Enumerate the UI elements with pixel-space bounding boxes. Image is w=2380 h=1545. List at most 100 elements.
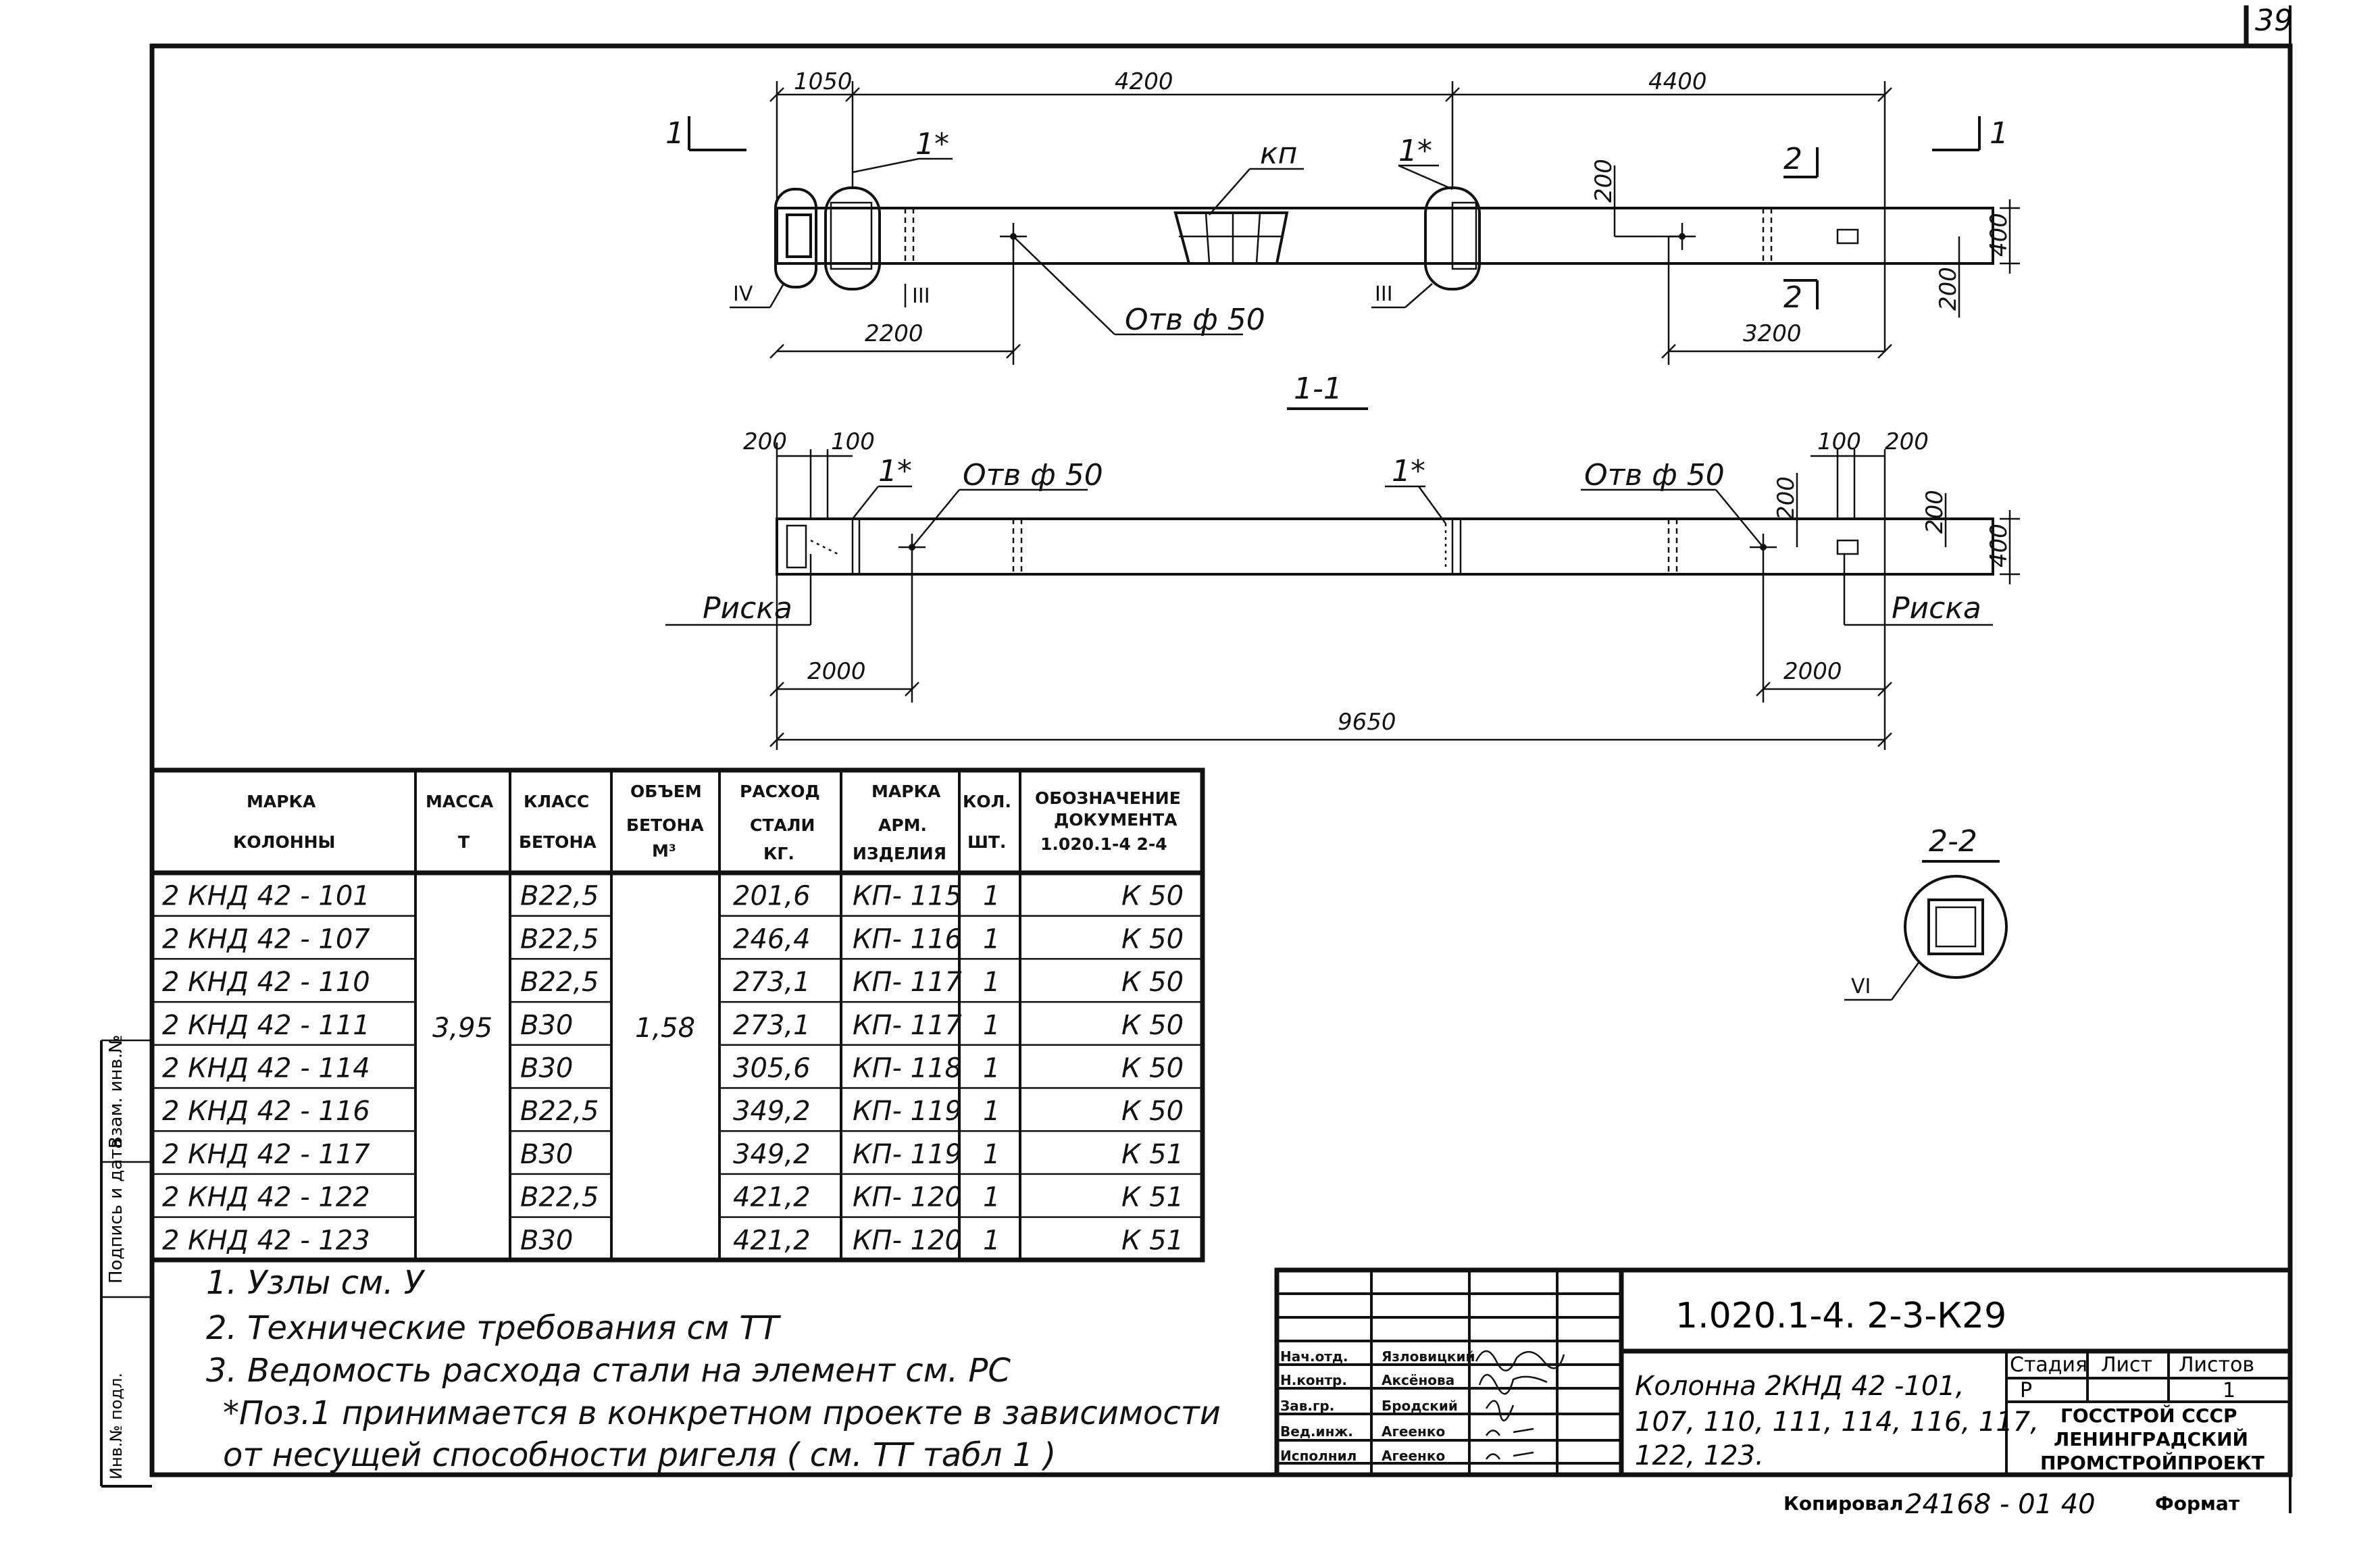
name-4: Агеенко	[1382, 1448, 1445, 1464]
cell-volume: 1,58	[635, 1013, 695, 1044]
cell-doc: К 51	[1121, 1225, 1184, 1256]
cell-mark: 2 КНД 42 - 117	[162, 1139, 370, 1170]
th-qty-1: КОЛ.	[963, 792, 1011, 811]
dim-200-left: 200	[743, 428, 787, 455]
footer: Копировал 24168 - 01 40 Формат	[1783, 1489, 2240, 1520]
cell-qty: 1	[983, 881, 1000, 912]
margin-label-inv: Инв.№ подл.	[107, 1373, 126, 1479]
th-steel-1: РАСХОД	[740, 782, 820, 801]
cell-arm: КП- 119	[853, 1096, 962, 1127]
cell-steel: 421,2	[733, 1225, 811, 1256]
cell-doc: К 51	[1121, 1182, 1184, 1213]
notes: 1. Узлы см. У 2. Технические требования …	[206, 1264, 1221, 1474]
callout-node-1b: 1*	[1398, 134, 1432, 168]
cell-concrete: B30	[520, 1053, 573, 1084]
cell-doc: К 50	[1121, 881, 1184, 912]
section-2-2-node: VI	[1851, 975, 1871, 998]
title-line-0: Колонна 2КНД 42 -101,	[1635, 1371, 1964, 1402]
note-1: 1. Узлы см. У	[206, 1264, 426, 1302]
signature-2	[1485, 1400, 1515, 1421]
note-3: 3. Ведомость расхода стали на элемент см…	[206, 1352, 1011, 1390]
dim-side-200-bot: 200	[1935, 267, 1962, 311]
cell-concrete: B30	[520, 1139, 573, 1170]
sec2-mark-bottom: 2	[1783, 280, 1802, 315]
dim-4200: 4200	[1115, 68, 1173, 95]
cell-mark: 2 КНД 42 - 116	[162, 1096, 370, 1127]
cell-arm: КП- 117	[853, 1010, 963, 1041]
cell-doc: К 50	[1121, 923, 1184, 955]
cell-doc: К 50	[1121, 1096, 1184, 1127]
th-mass-2: Т	[458, 832, 470, 852]
format-label: Формат	[2155, 1492, 2240, 1515]
sheet-number: 39	[2255, 3, 2293, 38]
section-dim-2000-left: 2000	[807, 658, 866, 685]
sheets-header: Листов	[2179, 1353, 2254, 1377]
role-0: Нач.отд.	[1280, 1348, 1348, 1365]
copied-value: 24168 - 01 40	[1905, 1489, 2096, 1520]
th-mark-2: КОЛОННЫ	[233, 832, 335, 852]
org-0: ГОССТРОЙ СССР	[2060, 1404, 2237, 1427]
org-2: ПРОМСТРОЙПРОЕКТ	[2040, 1451, 2264, 1474]
cell-concrete: B22,5	[520, 923, 599, 955]
cell-mass: 3,95	[432, 1013, 492, 1044]
th-arm-1: МАРКА	[871, 782, 941, 801]
dim-4400: 4400	[1648, 68, 1707, 95]
cell-concrete: B22,5	[520, 967, 599, 998]
th-volume-2: БЕТОНА	[626, 815, 704, 835]
cell-steel: 349,2	[733, 1096, 811, 1127]
dim-side-200-top: 200	[1590, 159, 1617, 203]
section-2-2: 2-2 VI	[1844, 824, 2008, 1001]
sheets-value: 1	[2223, 1379, 2235, 1402]
cell-concrete: B22,5	[520, 1096, 599, 1127]
cell-qty: 1	[983, 1225, 1000, 1256]
sheet-frame: 39	[149, 3, 2293, 1513]
cell-mark: 2 КНД 42 - 122	[162, 1182, 370, 1213]
cell-qty: 1	[983, 1096, 1000, 1127]
callout-kp: кп	[1260, 136, 1297, 171]
cell-arm: КП- 120	[853, 1225, 962, 1256]
th-volume-1: ОБЪЕМ	[630, 782, 702, 801]
cell-mark: 2 КНД 42 - 111	[162, 1010, 370, 1041]
th-mark-1: МАРКА	[247, 792, 316, 811]
dim-200-right: 200	[1885, 428, 1929, 455]
cell-mark: 2 КНД 42 - 110	[162, 967, 370, 998]
cell-steel: 246,4	[733, 923, 811, 955]
note-5: от несущей способности ригеля ( см. ТТ т…	[223, 1436, 1056, 1474]
cell-qty: 1	[983, 1010, 1000, 1041]
callout-hole: Отв ф 50	[1125, 303, 1265, 337]
node-label-iv: IV	[733, 282, 753, 306]
cell-steel: 201,6	[733, 881, 811, 912]
cell-mark: 2 КНД 42 - 123	[162, 1225, 370, 1256]
section-dim-9650: 9650	[1338, 709, 1396, 736]
sheet-header: Лист	[2101, 1353, 2152, 1377]
risk-label-right: Риска	[1892, 591, 1981, 626]
section-callout-node-1a: 1*	[878, 454, 912, 488]
stage-value: Р	[2020, 1379, 2032, 1402]
th-volume-3: М³	[652, 841, 676, 861]
cell-steel: 349,2	[733, 1139, 811, 1170]
signature-4	[1485, 1451, 1534, 1460]
section-title-1-1: 1-1	[1294, 372, 1342, 406]
th-mass-1: МАССА	[426, 792, 494, 811]
name-2: Бродский	[1382, 1398, 1458, 1414]
cell-concrete: B22,5	[520, 881, 599, 912]
section-dim-200-b: 200	[1921, 490, 1948, 534]
title-line-2: 122, 123.	[1635, 1440, 1764, 1471]
th-arm-3: ИЗДЕЛИЯ	[853, 844, 946, 863]
cell-steel: 273,1	[733, 1010, 811, 1041]
section-dim-200-a: 200	[1773, 476, 1800, 520]
doc-code: 1.020.1-4. 2-3-К29	[1675, 1296, 2006, 1336]
cell-concrete: B22,5	[520, 1182, 599, 1213]
cell-arm: КП- 120	[853, 1182, 962, 1213]
cell-concrete: B30	[520, 1010, 573, 1041]
th-class-2: БЕТОНА	[519, 832, 597, 852]
cell-qty: 1	[983, 923, 1000, 955]
margin-label-replace: Взам. инв.№	[106, 1035, 126, 1148]
th-doc-3: 1.020.1-4 2-4	[1040, 834, 1167, 854]
section-dim-400: 400	[1985, 524, 2012, 567]
signature-1	[1478, 1373, 1548, 1395]
dim-100-left: 100	[831, 428, 875, 455]
section-callout-hole-a: Отв ф 50	[963, 458, 1103, 492]
